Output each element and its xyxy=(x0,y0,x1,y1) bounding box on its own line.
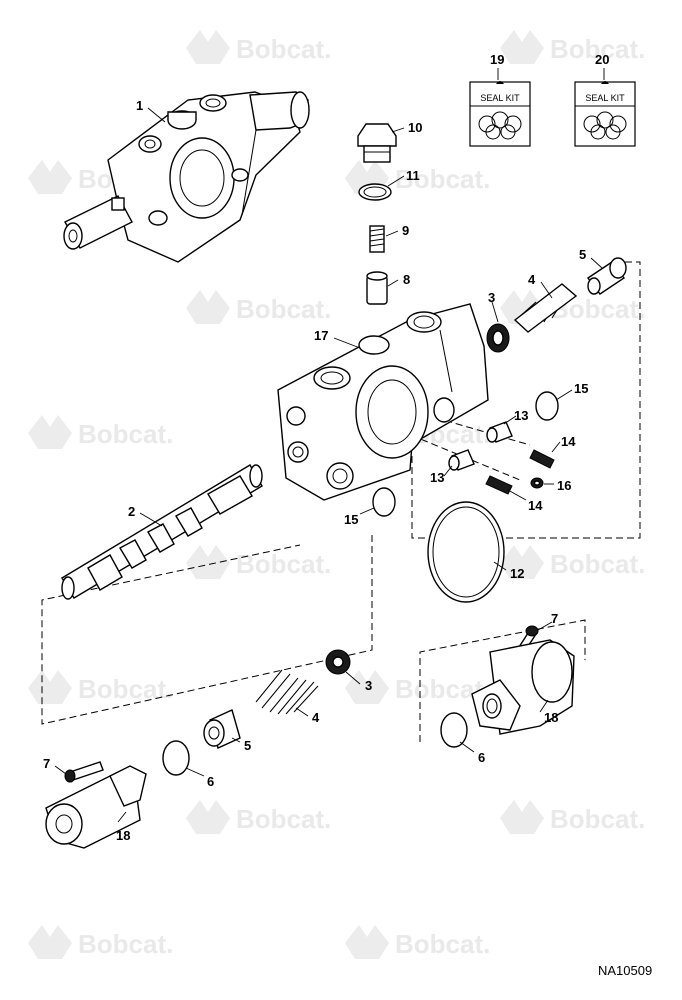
callout-5-lower: 5 xyxy=(244,738,251,753)
watermark-text: Bobcat. xyxy=(236,549,331,579)
seal-washer-upper xyxy=(486,323,510,353)
watermark-logo: Bobcat. xyxy=(28,415,173,449)
o-ring-lower-right xyxy=(440,712,468,748)
seal-kit-19: SEAL KIT xyxy=(469,81,531,147)
o-ring-small-upper xyxy=(535,391,559,421)
callout-15-lower: 15 xyxy=(344,512,358,527)
callout-10: 10 xyxy=(408,120,422,135)
watermark-text: Bobcat. xyxy=(550,34,645,64)
watermark-text: Bobcat. xyxy=(236,804,331,834)
callout-19: 19 xyxy=(490,52,504,67)
callout-12: 12 xyxy=(510,566,524,581)
watermark-text: Bobcat. xyxy=(550,549,645,579)
callout-1: 1 xyxy=(136,98,143,113)
small-plug-lower xyxy=(448,449,475,471)
callout-14-upper: 14 xyxy=(561,434,576,449)
callout-18-left: 18 xyxy=(116,828,130,843)
callout-15-upper: 15 xyxy=(574,381,588,396)
watermark-text: Bobcat. xyxy=(236,294,331,324)
cap-screw-left xyxy=(64,761,104,783)
callout-7-left: 7 xyxy=(43,756,50,771)
callout-3-lower: 3 xyxy=(365,678,372,693)
spool xyxy=(61,464,263,600)
spring-seat-lower xyxy=(203,709,241,749)
callout-20: 20 xyxy=(595,52,609,67)
watermark-logo: Bobcat. xyxy=(28,925,173,959)
watermark-logo: Bobcat. xyxy=(28,670,173,704)
o-ring-plug-inner xyxy=(363,186,387,198)
callout-9: 9 xyxy=(402,223,409,238)
callout-13-upper: 13 xyxy=(514,408,528,423)
watermark-text: Bobcat. xyxy=(550,804,645,834)
seal-kit-19-label: SEAL KIT xyxy=(480,93,520,103)
check-spring xyxy=(369,225,385,253)
poppet xyxy=(366,271,388,305)
watermark-logo: Bobcat. xyxy=(186,290,331,324)
seal-kit-20: SEAL KIT xyxy=(574,81,636,147)
seal-washer-lower xyxy=(325,649,351,675)
callout-8: 8 xyxy=(403,272,410,287)
small-plug-upper xyxy=(486,421,513,443)
watermark-logo: Bobcat. xyxy=(186,30,331,64)
watermark-logo: Bobcat. xyxy=(345,925,490,959)
spring-upper xyxy=(513,283,578,333)
valve-section-assembly xyxy=(63,91,310,263)
watermark-text: Bobcat. xyxy=(78,929,173,959)
callout-2: 2 xyxy=(128,504,135,519)
spring-seat-upper xyxy=(586,257,627,295)
set-screw-upper xyxy=(529,449,555,469)
watermark-logo: Bobcat. xyxy=(500,800,645,834)
callout-16: 16 xyxy=(557,478,571,493)
callout-13-lower: 13 xyxy=(430,470,444,485)
seal-kit-20-label: SEAL KIT xyxy=(585,93,625,103)
callout-4-lower: 4 xyxy=(312,710,320,725)
watermark-text: Bobcat. xyxy=(78,674,173,704)
tiny-plug xyxy=(530,477,544,489)
watermark-logo: Bobcat. xyxy=(186,545,331,579)
figure-reference: NA10509 xyxy=(598,963,652,978)
watermark-text: Bobcat. xyxy=(395,164,490,194)
watermark-text: Bobcat. xyxy=(236,34,331,64)
detent-cover-left xyxy=(45,765,147,849)
o-ring-small-lower xyxy=(372,487,396,517)
detent-cover-right xyxy=(471,639,575,735)
o-ring-large xyxy=(427,501,505,603)
watermark-text: Bobcat. xyxy=(78,419,173,449)
callout-7-right: 7 xyxy=(551,611,558,626)
watermark-logo: Bobcat. xyxy=(186,800,331,834)
callout-labels: 1 2 3 3 4 4 5 5 6 6 7 7 8 9 10 11 12 13 … xyxy=(43,52,609,843)
set-screw-lower xyxy=(485,475,513,495)
callout-14-lower: 14 xyxy=(528,498,543,513)
spring-lower xyxy=(255,669,319,715)
watermark-logo: Bobcat. xyxy=(500,545,645,579)
plug xyxy=(357,123,397,163)
valve-body xyxy=(277,303,489,501)
callout-4-upper: 4 xyxy=(528,272,536,287)
callout-6-left: 6 xyxy=(207,774,214,789)
callout-18-right: 18 xyxy=(544,710,558,725)
watermark-logo: Bobcat. xyxy=(345,670,490,704)
callout-17: 17 xyxy=(314,328,328,343)
o-ring-large-inner xyxy=(432,506,500,598)
leader-lines xyxy=(54,68,605,823)
o-ring-lower-left xyxy=(162,740,190,776)
o-ring-plug xyxy=(358,183,392,201)
callout-11: 11 xyxy=(406,168,420,183)
watermark-text: Bobcat. xyxy=(395,929,490,959)
callout-3-upper: 3 xyxy=(488,290,495,305)
watermark-logo: Bobcat. xyxy=(500,30,645,64)
callout-5-upper: 5 xyxy=(579,247,586,262)
callout-6-right: 6 xyxy=(478,750,485,765)
